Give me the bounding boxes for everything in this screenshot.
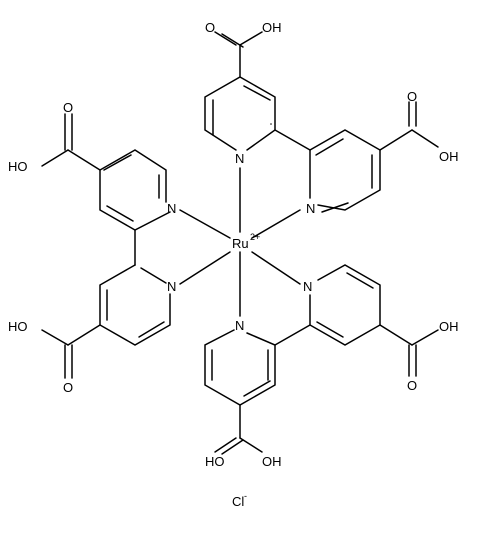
counterion: Cl: [232, 494, 244, 509]
ligand-top-right: N N O OH O OH: [204, 20, 459, 216]
atom-n: N: [235, 318, 244, 333]
atom-oh: OH: [262, 454, 282, 469]
atom-ho: HO: [205, 454, 225, 469]
atom-o: O: [63, 380, 73, 395]
counterion-charge: -: [244, 491, 247, 501]
atom-o: O: [63, 100, 73, 115]
ligand-bottom-right: N N OH O HO OH: [204, 264, 459, 469]
atom-o: O: [407, 89, 417, 104]
metal-charge: 2+: [250, 232, 260, 242]
atom-n: N: [303, 279, 312, 294]
coordination-bonds: [179, 167, 301, 317]
metal-center: Ru: [232, 236, 249, 251]
atom-n: N: [235, 151, 244, 166]
atom-n: N: [167, 201, 176, 216]
atom-o: O: [407, 378, 417, 393]
atom-oh: OH: [439, 149, 459, 164]
atom-oh: OH: [439, 319, 459, 334]
atom-oh: OH: [262, 20, 282, 35]
atom-ho: HO: [8, 319, 28, 334]
ligand-left: N N O HO HO O: [8, 100, 176, 395]
atom-ho: HO: [8, 159, 28, 174]
atom-n: N: [306, 201, 315, 216]
atom-n: N: [167, 279, 176, 294]
atom-o: O: [205, 20, 215, 35]
